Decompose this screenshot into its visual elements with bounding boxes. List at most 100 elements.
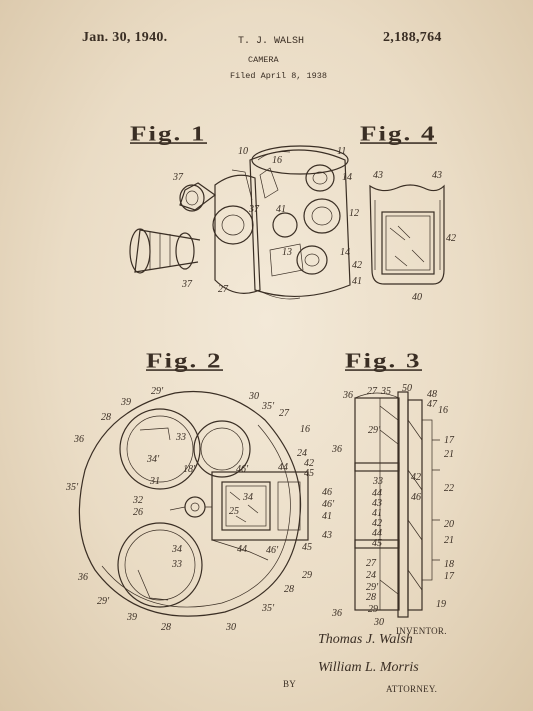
fig2-num: 44 bbox=[278, 462, 288, 473]
fig2-num: 44 bbox=[237, 544, 247, 555]
fig4-num: 41 bbox=[352, 276, 362, 287]
fig2-num: 31 bbox=[149, 476, 160, 487]
fig2-num: 28 bbox=[284, 584, 294, 595]
fig2-num: 29' bbox=[97, 596, 110, 607]
fig3-num: 20 bbox=[444, 519, 454, 530]
inventor-signature: Thomas J. Walsh bbox=[318, 632, 413, 647]
fig2-num: 35' bbox=[261, 401, 275, 412]
fig2-num: 18' bbox=[183, 464, 196, 475]
fig-2-label: Fig. 2 bbox=[146, 349, 223, 373]
fig2-num: 45 bbox=[304, 468, 314, 479]
fig2-num: 36 bbox=[77, 572, 88, 583]
fig1-num: 37 bbox=[181, 279, 193, 290]
fig2-num: 34' bbox=[146, 454, 160, 465]
fig4-num: 43 bbox=[432, 170, 442, 181]
fig2-num: 27 bbox=[279, 408, 290, 419]
fig3-num: 21 bbox=[444, 449, 454, 460]
fig1-num: 11 bbox=[337, 146, 346, 157]
fig1-num: 27 bbox=[218, 284, 229, 295]
reference-numerals: 10 16 11 37 14 37 41 12 37 13 14 27 43 4… bbox=[65, 146, 456, 633]
patent-number: 2,188,764 bbox=[383, 30, 442, 45]
fig3-num: 30 bbox=[373, 617, 384, 628]
fig3-num: 29 bbox=[368, 604, 378, 615]
fig1-num: 16 bbox=[272, 155, 282, 166]
fig2-num: 46' bbox=[266, 545, 279, 556]
fig2-num: 46 bbox=[322, 487, 332, 498]
fig3-num: 36 bbox=[331, 608, 342, 619]
fig2-num: 42 bbox=[304, 458, 314, 469]
fig2-num: 45 bbox=[302, 542, 312, 553]
fig3-num: 18 bbox=[444, 559, 454, 570]
fig2-num: 16 bbox=[300, 424, 310, 435]
fig2-num: 33 bbox=[171, 559, 182, 570]
fig3-num: 47 bbox=[427, 399, 438, 410]
fig3-num: 22 bbox=[444, 483, 454, 494]
fig3-num: 44 bbox=[372, 488, 382, 499]
fig3-num: 16 bbox=[438, 405, 448, 416]
fig-3-section-drawing bbox=[354, 391, 440, 618]
fig-1-label: Fig. 1 bbox=[130, 122, 207, 146]
fig3-num: 27 bbox=[366, 558, 377, 569]
fig2-num: 26 bbox=[133, 507, 143, 518]
fig2-num: 35' bbox=[65, 482, 79, 493]
fig2-num: 39 bbox=[126, 612, 137, 623]
fig2-num: 46' bbox=[322, 499, 335, 510]
fig2-num: 29' bbox=[151, 386, 164, 397]
fig2-num: 34 bbox=[242, 492, 253, 503]
fig4-num: 42 bbox=[446, 233, 456, 244]
fig3-num: 29' bbox=[368, 425, 381, 436]
fig1-num: 14 bbox=[340, 247, 350, 258]
fig2-num: 30 bbox=[248, 391, 259, 402]
fig1-num: 12 bbox=[349, 208, 359, 219]
fig4-num: 42 bbox=[352, 260, 362, 271]
fig3-num: 27 bbox=[367, 386, 378, 397]
fig2-num: 36 bbox=[73, 434, 84, 445]
fig2-num: 46' bbox=[236, 464, 249, 475]
fig2-num: 35' bbox=[261, 603, 275, 614]
fig-3-label: Fig. 3 bbox=[345, 349, 422, 373]
fig2-num: 41 bbox=[322, 511, 332, 522]
fig3-num: 28 bbox=[366, 592, 376, 603]
fig1-num: 14 bbox=[342, 172, 352, 183]
fig4-num: 40 bbox=[412, 292, 422, 303]
fig1-num: 41 bbox=[276, 204, 286, 215]
by-label: BY bbox=[283, 679, 297, 689]
fig3-num: 44 bbox=[372, 528, 382, 539]
fig3-num: 41 bbox=[372, 508, 382, 519]
fig2-num: 33 bbox=[175, 432, 186, 443]
fig3-num: 46 bbox=[411, 492, 421, 503]
fig3-num: 36 bbox=[331, 444, 342, 455]
patent-title: CAMERA bbox=[248, 55, 279, 65]
fig2-num: 39 bbox=[120, 397, 131, 408]
fig3-num: 29' bbox=[366, 582, 379, 593]
fig3-num: 21 bbox=[444, 535, 454, 546]
fig-4-label: Fig. 4 bbox=[360, 122, 437, 146]
fig2-num: 32 bbox=[132, 495, 143, 506]
fig3-num: 45 bbox=[372, 538, 382, 549]
fig2-num: 25 bbox=[229, 506, 239, 517]
patent-date: Jan. 30, 1940. bbox=[82, 30, 168, 45]
fig2-num: 30 bbox=[225, 622, 236, 633]
fig2-num: 29 bbox=[302, 570, 312, 581]
fig-2-mechanism-drawing bbox=[78, 390, 309, 617]
fig3-num: 48 bbox=[427, 389, 437, 400]
filed-date: Filed April 8, 1938 bbox=[230, 71, 327, 81]
fig1-num: 37 bbox=[248, 204, 260, 215]
fig3-num: 42 bbox=[411, 472, 421, 483]
fig2-num: 28 bbox=[101, 412, 111, 423]
fig3-num: 43 bbox=[372, 498, 382, 509]
fig2-num: 28 bbox=[161, 622, 171, 633]
fig2-num: 43 bbox=[322, 530, 332, 541]
fig3-num: 36 bbox=[342, 390, 353, 401]
fig3-num: 17 bbox=[444, 435, 455, 446]
attorney-signature: William L. Morris bbox=[318, 660, 419, 675]
fig1-num: 37 bbox=[172, 172, 184, 183]
inventor-label: INVENTOR. bbox=[396, 626, 447, 636]
fig-1-camera-drawing bbox=[129, 145, 351, 300]
fig3-num: 33 bbox=[372, 476, 383, 487]
attorney-label: ATTORNEY. bbox=[386, 684, 438, 694]
fig3-num: 42 bbox=[372, 518, 382, 529]
fig2-num: 34 bbox=[171, 544, 182, 555]
